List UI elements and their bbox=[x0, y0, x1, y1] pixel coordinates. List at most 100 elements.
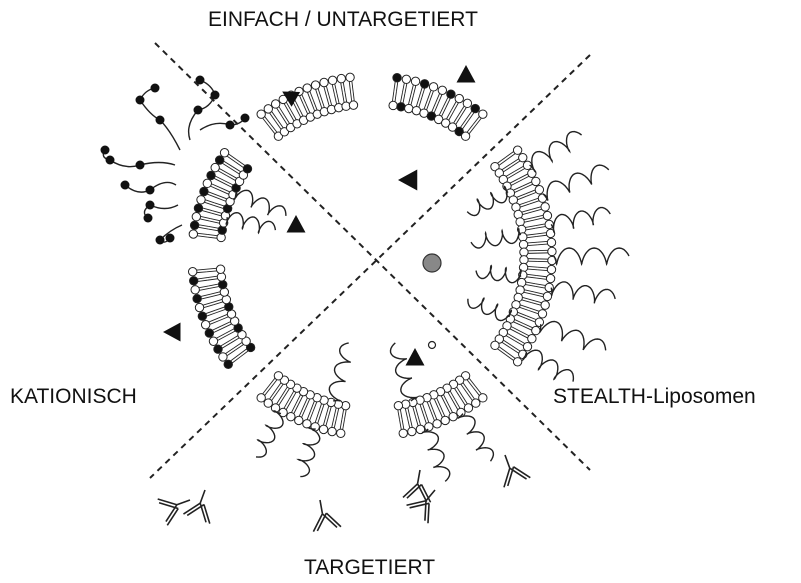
lipid-tail bbox=[349, 82, 350, 92]
lipid-tail bbox=[522, 300, 531, 303]
lipid-tail bbox=[227, 350, 235, 355]
peg-chain-inner bbox=[476, 266, 521, 283]
lipid-head bbox=[548, 247, 556, 255]
label-untargeted: EINFACH / UNTARGETIERT bbox=[208, 9, 478, 30]
lipid-tail bbox=[533, 294, 543, 296]
lipid-tail bbox=[475, 118, 481, 126]
lipid-tail bbox=[534, 218, 544, 220]
lipid-tail bbox=[332, 418, 334, 428]
dendrimer-chain bbox=[156, 225, 183, 245]
lipid-tail bbox=[275, 121, 281, 129]
lipid-head bbox=[328, 76, 336, 84]
lipid-tail bbox=[423, 404, 426, 413]
lipid-tail bbox=[270, 113, 276, 121]
lipid-tail bbox=[201, 294, 211, 296]
lipid-tail bbox=[197, 272, 207, 273]
lipid-tail bbox=[463, 383, 469, 391]
lipid-tail bbox=[342, 410, 344, 420]
lipid-tail bbox=[279, 107, 284, 115]
lipid-tail bbox=[224, 161, 232, 166]
dendrimer-chain bbox=[136, 84, 181, 151]
lipid-tail bbox=[232, 166, 240, 171]
lipid-tail bbox=[223, 163, 231, 168]
lipid-tail bbox=[535, 224, 545, 226]
lipid-tail bbox=[504, 166, 512, 171]
lipid-tail bbox=[499, 159, 507, 165]
lipid-tail bbox=[502, 342, 510, 347]
label-stealth-liposomes: STEALTH-Liposomen bbox=[553, 386, 756, 407]
antibody bbox=[403, 468, 436, 502]
lipid-head bbox=[420, 80, 428, 88]
lipid-tail bbox=[528, 266, 538, 267]
lipid-head bbox=[461, 132, 469, 140]
lipid-head bbox=[547, 238, 555, 246]
charge-bead bbox=[146, 186, 155, 195]
lipid-tail bbox=[530, 201, 539, 204]
lipid-head bbox=[547, 265, 555, 273]
charge-bead bbox=[151, 84, 160, 93]
lipid-tail bbox=[324, 87, 327, 96]
lipid-tail bbox=[402, 419, 404, 429]
lipid-tail bbox=[402, 83, 404, 93]
lipid-tail bbox=[329, 96, 332, 105]
lipid-head bbox=[198, 312, 206, 320]
drug-triangle bbox=[406, 348, 425, 366]
lipid-tail bbox=[231, 355, 239, 361]
lipid-head bbox=[455, 94, 463, 102]
charge-bead bbox=[156, 236, 165, 245]
lipid-head bbox=[523, 342, 531, 350]
charge-bead bbox=[226, 121, 235, 130]
lipid-tail bbox=[207, 271, 217, 272]
lipid-tail bbox=[403, 93, 405, 103]
lipid-tail bbox=[462, 395, 467, 403]
lipid-tail bbox=[272, 392, 278, 400]
lipid-tail bbox=[341, 83, 343, 93]
antibody bbox=[158, 489, 196, 526]
lipid-head bbox=[287, 412, 295, 420]
charge-bead bbox=[196, 76, 205, 85]
lipid-tail bbox=[537, 241, 547, 242]
lipid-head bbox=[319, 425, 327, 433]
antibody bbox=[494, 450, 531, 488]
lipid-tail bbox=[208, 229, 218, 231]
lipid-tail bbox=[416, 97, 419, 106]
lipid-tail bbox=[528, 242, 538, 243]
lipid-tail bbox=[527, 236, 537, 237]
lipid-tail bbox=[473, 388, 479, 396]
lipid-tail bbox=[411, 85, 413, 95]
lipid-tail bbox=[526, 282, 536, 284]
lipid-tail bbox=[279, 397, 284, 405]
lipid-tail bbox=[528, 245, 538, 246]
peg-chain-targeted bbox=[422, 429, 450, 481]
charge-bead bbox=[156, 116, 165, 125]
lipid-tail bbox=[284, 389, 289, 397]
lipid-tail bbox=[398, 410, 400, 420]
lipid-head bbox=[538, 194, 546, 202]
lipid-tail bbox=[526, 285, 536, 287]
lipid-tail bbox=[507, 154, 515, 160]
antibody-arms bbox=[158, 489, 196, 526]
lipid-tail bbox=[467, 124, 473, 132]
lipid-tail bbox=[235, 345, 243, 350]
lipid-tail bbox=[467, 380, 473, 388]
lipid-tail bbox=[395, 92, 396, 102]
lipid-tail bbox=[207, 268, 217, 269]
lipid-tail bbox=[202, 297, 212, 299]
lipid-tail bbox=[463, 121, 469, 129]
peg-chain-outer bbox=[523, 350, 574, 381]
lipid-head bbox=[217, 273, 225, 281]
lipid-tail bbox=[316, 89, 319, 98]
lipid-tail bbox=[335, 84, 337, 94]
peg-chain-outer bbox=[551, 282, 615, 303]
lipid-tail bbox=[537, 278, 547, 279]
lipid-tail bbox=[530, 308, 539, 311]
encapsulated-sphere bbox=[423, 254, 441, 272]
lipid-tail bbox=[265, 117, 271, 125]
lipid-head bbox=[219, 353, 227, 361]
lipid-tail bbox=[315, 413, 318, 422]
antibody bbox=[308, 497, 341, 531]
lipid-head bbox=[433, 420, 441, 428]
lipid-tail bbox=[337, 94, 339, 104]
peg-chain-outer bbox=[530, 132, 582, 172]
antibody-arms bbox=[403, 468, 436, 502]
